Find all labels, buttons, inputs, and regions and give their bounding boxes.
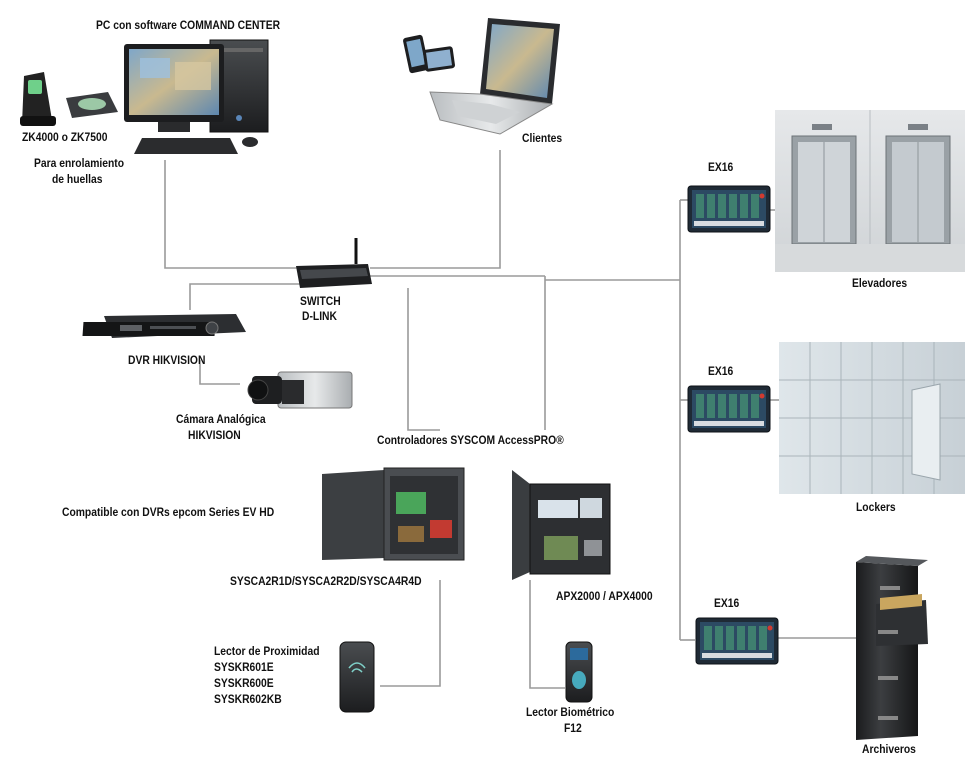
controllers-label: Controladores SYSCOM AccessPRO® <box>377 433 564 447</box>
biometric-label-line1: Lector Biométrico <box>526 705 615 719</box>
desktop-computer-icon <box>124 44 224 132</box>
switch-label-line1: SWITCH <box>300 294 341 308</box>
ex16-label-bot: EX16 <box>714 596 740 610</box>
fingerprint-reader-icon <box>565 641 593 703</box>
network-wires <box>164 150 858 689</box>
enrollment-label-line2: de huellas <box>52 172 103 186</box>
elevator-icon <box>775 110 965 272</box>
prox-model-2: SYSKR600E <box>214 676 274 690</box>
sysca-label: SYSCA2R1D/SYSCA2R2D/SYSCA4R4D <box>230 574 422 588</box>
pc-label: PC con software COMMAND CENTER <box>96 18 281 32</box>
locker-icon <box>779 342 965 494</box>
prox-model-3: SYSKR602KB <box>214 692 282 706</box>
dvr-icon <box>82 314 246 338</box>
smartphone-icon <box>403 34 455 74</box>
files-label: Archiveros <box>862 742 916 756</box>
mouse <box>242 137 258 147</box>
expansion-board-icon <box>687 185 771 233</box>
apx-label: APX2000 / APX4000 <box>556 589 653 603</box>
camera-label-line1: Cámara Analógica <box>176 412 266 426</box>
fingerprint-enrollment-icon <box>20 72 118 126</box>
dvr-label: DVR HIKVISION <box>128 353 206 367</box>
camera-icon <box>247 371 353 409</box>
keyboard <box>134 138 238 154</box>
prox-title-label: Lector de Proximidad <box>214 644 320 658</box>
pc-workstation <box>124 39 269 154</box>
zk-label: ZK4000 o ZK7500 <box>22 130 108 144</box>
biometric-label-line2: F12 <box>564 721 582 735</box>
laptop-icon <box>429 18 560 135</box>
elevators-label: Elevadores <box>852 276 908 290</box>
expansion-board-icon <box>687 385 771 433</box>
camera-label-line2: HIKVISION <box>188 428 241 442</box>
card-reader-icon <box>339 641 375 713</box>
switch-label-line2: D-LINK <box>302 309 337 323</box>
lockers-label: Lockers <box>856 500 896 514</box>
control-panel-icon <box>322 467 465 561</box>
compat-label: Compatible con DVRs epcom Series EV HD <box>62 505 275 519</box>
prox-model-1: SYSKR601E <box>214 660 274 674</box>
apx-panel-icon <box>512 470 611 580</box>
clients-label: Clientes <box>522 131 563 145</box>
ex16-label-top: EX16 <box>708 160 734 174</box>
router-icon <box>296 238 372 288</box>
ex16-label-mid: EX16 <box>708 364 734 378</box>
expansion-board-icon <box>695 617 779 665</box>
enrollment-label-line1: Para enrolamiento <box>34 156 125 170</box>
file-cabinet-icon <box>856 556 928 740</box>
